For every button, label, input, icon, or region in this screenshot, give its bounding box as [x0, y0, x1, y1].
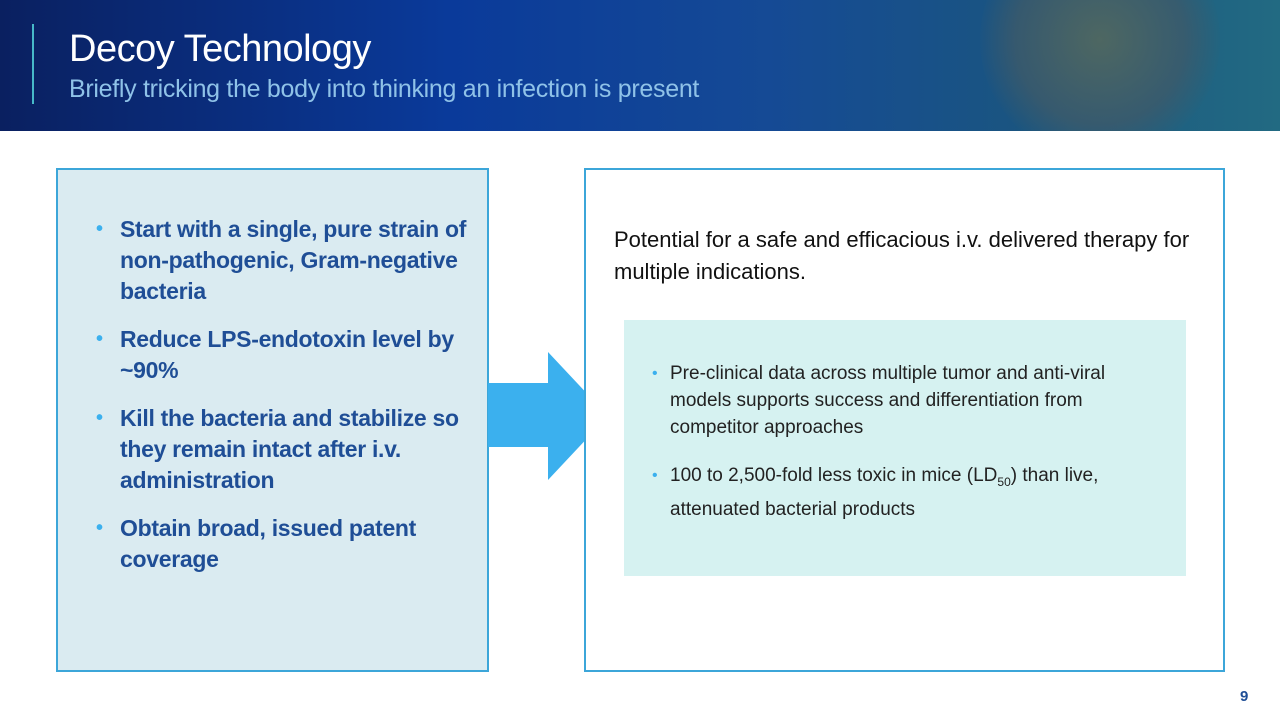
outcome-intro: Potential for a safe and efficacious i.v…	[614, 227, 1190, 284]
right-arrow-icon	[488, 352, 608, 480]
slide-subtitle: Briefly tricking the body into thinking …	[69, 75, 700, 103]
process-steps-panel: • Start with a single, pure strain of non…	[56, 168, 489, 672]
slide-title: Decoy Technology	[69, 28, 371, 70]
evidence-box: • Pre-clinical data across multiple tumor…	[624, 320, 1186, 576]
list-item: • 100 to 2,500-fold less toxic in mice (L…	[652, 462, 1156, 523]
title-accent-line	[32, 24, 34, 104]
list-item: • Pre-clinical data across multiple tumor…	[652, 360, 1156, 441]
bullet-icon: •	[96, 218, 103, 240]
outcome-panel: Potential for a safe and efficacious i.v…	[584, 168, 1225, 672]
bullet-icon: •	[96, 407, 103, 429]
list-item-text: Obtain broad, issued patent coverage	[120, 515, 417, 572]
list-item-text: Pre-clinical data across multiple tumor …	[670, 363, 1106, 438]
list-item-text: Kill the bacteria and stabilize so they …	[120, 405, 459, 493]
list-item: • Reduce LPS-endotoxin level by ~90%	[96, 324, 467, 386]
list-item-text: 100 to 2,500-fold less toxic in mice (LD	[670, 465, 998, 486]
bullet-icon: •	[96, 517, 103, 539]
bullet-icon: •	[652, 467, 658, 484]
list-item-text: Start with a single, pure strain of non-…	[120, 216, 467, 304]
list-item-text: ) than live, attenuated bacterial produc…	[670, 465, 1099, 520]
list-item: • Obtain broad, issued patent coverage	[96, 513, 467, 575]
banner-background-image	[980, 0, 1220, 131]
list-item: • Start with a single, pure strain of non…	[96, 214, 467, 307]
bullet-icon: •	[652, 365, 658, 382]
list-item-text: Reduce LPS-endotoxin level by ~90%	[120, 326, 454, 383]
list-item: • Kill the bacteria and stabilize so they…	[96, 403, 467, 496]
bullet-icon: •	[96, 328, 103, 350]
header-banner: Decoy Technology Briefly tricking the bo…	[0, 0, 1280, 131]
subscript: 50	[997, 474, 1011, 489]
page-number: 9	[1240, 688, 1249, 705]
